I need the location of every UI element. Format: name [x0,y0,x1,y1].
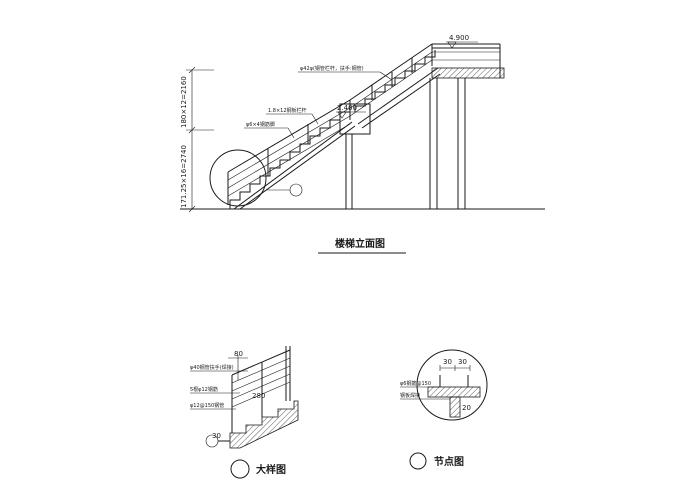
detail-dim-mid: 280 [252,392,265,400]
node-dim-3: 20 [462,404,471,412]
node-plate [449,396,461,418]
lower-railing [227,99,351,205]
detail-leaders: φ40钢管扶手(焊接) 5根φ12钢筋 φ12@150钢管 [190,364,248,410]
upper-flight-steps [354,50,436,112]
lower-flight-stringer [233,121,353,210]
detail-large: 80 280 30 φ40钢管扶手(焊接) 5根φ12钢筋 φ12@150钢管 … [190,346,299,479]
vertical-dimension: 171.25×16=2740 180×12=2160 [180,66,214,213]
node-detail-title: 节点图 [434,455,464,468]
node-note-1: φ6钢筋@150 [400,380,431,387]
node-dim-1: 30 [443,358,452,366]
note-handrail: φ42φ(钢管栏杆，扶手:钢管) [300,65,364,72]
svg-text:4.900: 4.900 [449,34,469,42]
detail-dim-bottom: 30 [212,432,221,440]
node-note-2: 钢板焊接 [400,392,420,399]
note-baluster: 1.8×12钢板栏杆 [268,107,307,114]
detail-large-title: 大样图 [256,463,286,476]
elevation-mark-mid: 2.400 [336,104,366,119]
node-dim-2: 30 [458,358,467,366]
upper-slab [431,67,505,79]
svg-text:2.400: 2.400 [337,104,357,112]
elevation-mark-upper: 4.900 [446,34,478,49]
dim-upper-flight: 180×12=2160 [180,76,188,128]
detail-note-2: 5根φ12钢筋 [190,386,218,393]
detail-callout-tag [289,183,303,197]
mid-landing [339,103,371,135]
detail-callout-circle [209,149,267,207]
upper-flight-stringer [357,67,439,125]
annotation-leaders: φ42φ(钢管栏杆，扶手:钢管) 1.8×12钢板栏杆 φ6×4钢筋脚 [244,65,393,139]
detail-note-1: φ40钢管扶手(焊接) [190,364,234,371]
stair-elevation: 171.25×16=2740 180×12=2160 [180,34,545,254]
detail-steps [229,400,299,449]
detail-dim-top: 80 [234,350,243,358]
detail-note-3: φ12@150钢管 [190,402,224,409]
node-detail-circle [416,349,488,421]
upper-railing [349,43,501,117]
node-slab [427,386,481,398]
note-rebar: φ6×4钢筋脚 [246,121,275,128]
detail-large-symbol [230,459,250,479]
detail-node: 30 30 20 φ6钢筋@150 钢板焊接 节点图 [400,349,488,470]
node-detail-symbol [409,452,427,470]
dim-lower-flight: 171.25×16=2740 [180,145,188,208]
elevation-title: 楼梯立面图 [335,237,385,250]
